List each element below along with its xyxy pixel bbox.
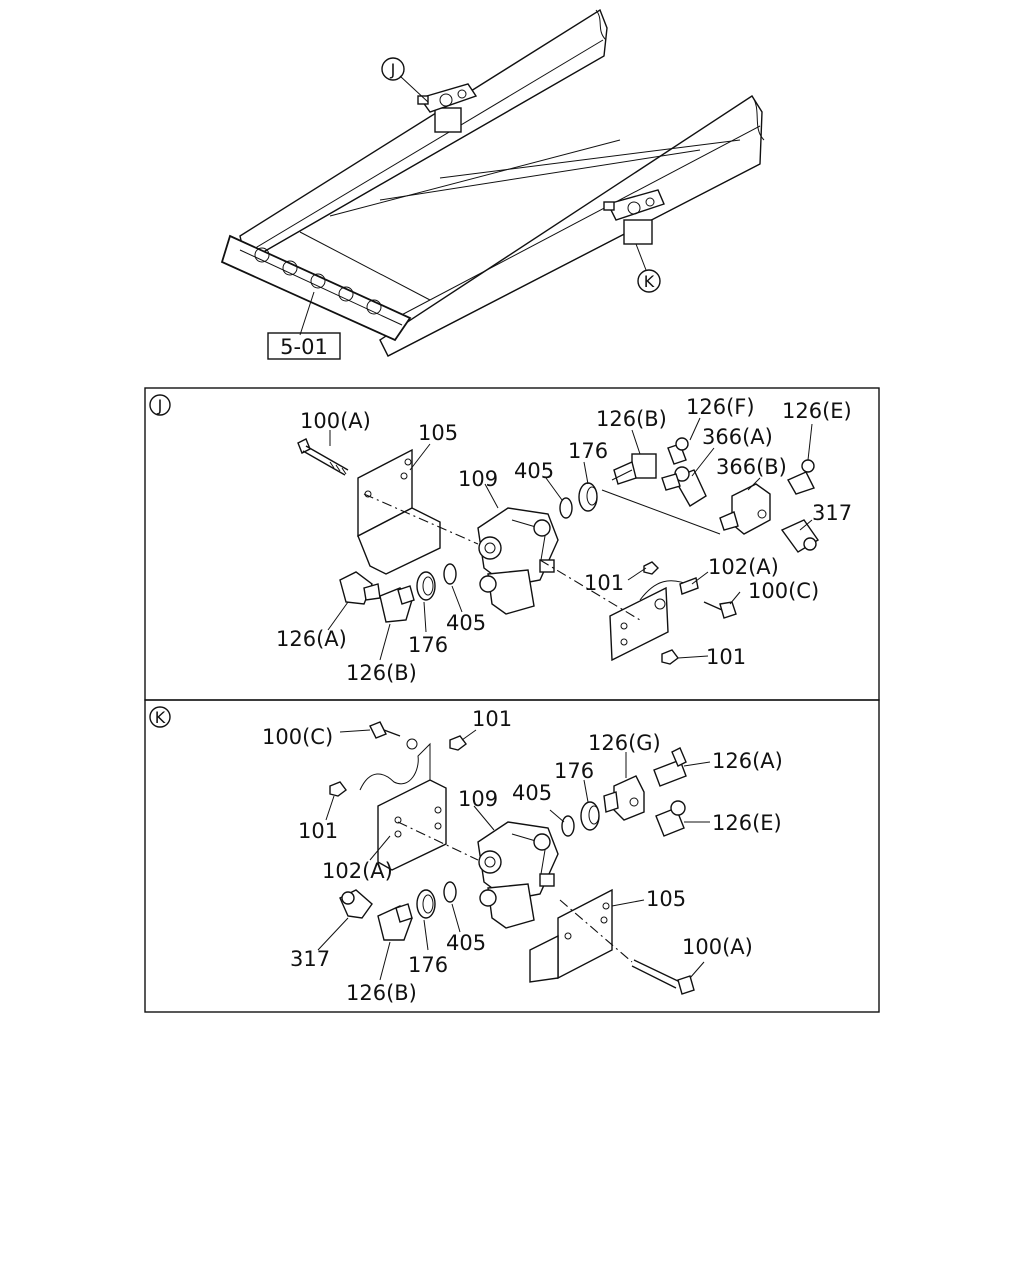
label-100c: 100(C) (748, 579, 819, 603)
label-100a: 100(A) (300, 409, 371, 433)
label-126g: 126(G) (588, 731, 661, 755)
label-176-lower: 176 (408, 633, 448, 657)
seal-405-lower (443, 563, 457, 585)
bracket-105 (529, 888, 613, 983)
label-102a: 102(A) (322, 859, 393, 883)
label-100c: 100(C) (262, 725, 333, 749)
elbow-126e (787, 459, 815, 495)
seal-405-lower (443, 881, 457, 903)
elbow-126b (377, 903, 413, 941)
bracket-102a (359, 738, 447, 871)
bracket-102a (609, 577, 699, 662)
label-405-upper: 405 (512, 781, 552, 805)
block-126g (603, 775, 645, 821)
ring-176-lower (416, 571, 436, 601)
ref-box-5-01 (267, 332, 341, 360)
label-126f: 126(F) (686, 395, 755, 419)
nut-101-upper (643, 561, 659, 575)
ring-176-lower (416, 889, 436, 919)
chassis-frame-overview: J K 5-01 (220, 8, 765, 360)
nut-101-lower (661, 649, 679, 665)
label-109: 109 (458, 467, 498, 491)
callout-j-circle (381, 57, 405, 81)
label-176-upper: 176 (554, 759, 594, 783)
label-126e: 126(E) (782, 399, 852, 423)
panel-j-tag: J (157, 396, 163, 415)
elbow-126b-upper (613, 453, 657, 485)
label-317: 317 (812, 501, 852, 525)
label-176-upper: 176 (568, 439, 608, 463)
panel-k-tag-circle (149, 706, 171, 728)
label-126b: 126(B) (346, 981, 417, 1005)
label-101-upper: 101 (584, 571, 624, 595)
callout-k-text: K (644, 272, 655, 291)
elbow-126a (339, 571, 381, 605)
label-105: 105 (418, 421, 458, 445)
label-126a: 126(A) (712, 749, 783, 773)
label-126b-lower: 126(B) (346, 661, 417, 685)
fitting-317 (780, 519, 820, 553)
ref-box-text: 5-01 (280, 335, 328, 359)
label-101-top: 101 (472, 707, 512, 731)
label-100a: 100(A) (682, 935, 753, 959)
label-126a: 126(A) (276, 627, 347, 651)
panel-k-tag: K (155, 708, 166, 727)
label-366b: 366(B) (716, 455, 787, 479)
label-366a: 366(A) (702, 425, 773, 449)
bolt-100c (369, 721, 401, 739)
bracket-105 (357, 448, 441, 575)
seal-405-upper (559, 497, 573, 519)
label-101-left: 101 (298, 819, 338, 843)
nut-101-top (449, 735, 467, 751)
ring-176-upper (578, 482, 598, 512)
label-102a: 102(A) (708, 555, 779, 579)
label-126e: 126(E) (712, 811, 782, 835)
label-405-lower: 405 (446, 611, 486, 635)
bolt-100a (631, 959, 695, 995)
bolt-100a (297, 438, 349, 476)
panel-k: K (144, 699, 880, 1013)
tee-126a (653, 747, 687, 787)
label-105: 105 (646, 887, 686, 911)
callout-j-text: J (390, 60, 396, 79)
seal-405-upper (561, 815, 575, 837)
ring-176-upper (580, 801, 600, 831)
relay-valve-109 (477, 821, 559, 929)
adapter-366a (661, 466, 707, 507)
bolt-100c (703, 601, 737, 619)
callout-k-circle (637, 269, 661, 293)
relay-valve-109 (477, 507, 559, 615)
valve-location-k (603, 189, 665, 245)
nut-101-left (329, 781, 347, 797)
label-176-lower: 176 (408, 953, 448, 977)
label-317: 317 (290, 947, 330, 971)
label-101-lower: 101 (706, 645, 746, 669)
label-405-upper: 405 (514, 459, 554, 483)
tee-126f (667, 437, 689, 465)
block-366b (719, 483, 771, 535)
crossmember-holes (254, 247, 382, 315)
elbow-126e (655, 800, 686, 837)
panel-j: J (144, 387, 880, 701)
label-126b-upper: 126(B) (596, 407, 667, 431)
fitting-317 (339, 889, 373, 919)
valve-location-j (417, 83, 478, 133)
label-109: 109 (458, 787, 498, 811)
label-405-lower: 405 (446, 931, 486, 955)
panel-j-tag-circle (149, 394, 171, 416)
elbow-126b-lower (379, 585, 415, 623)
